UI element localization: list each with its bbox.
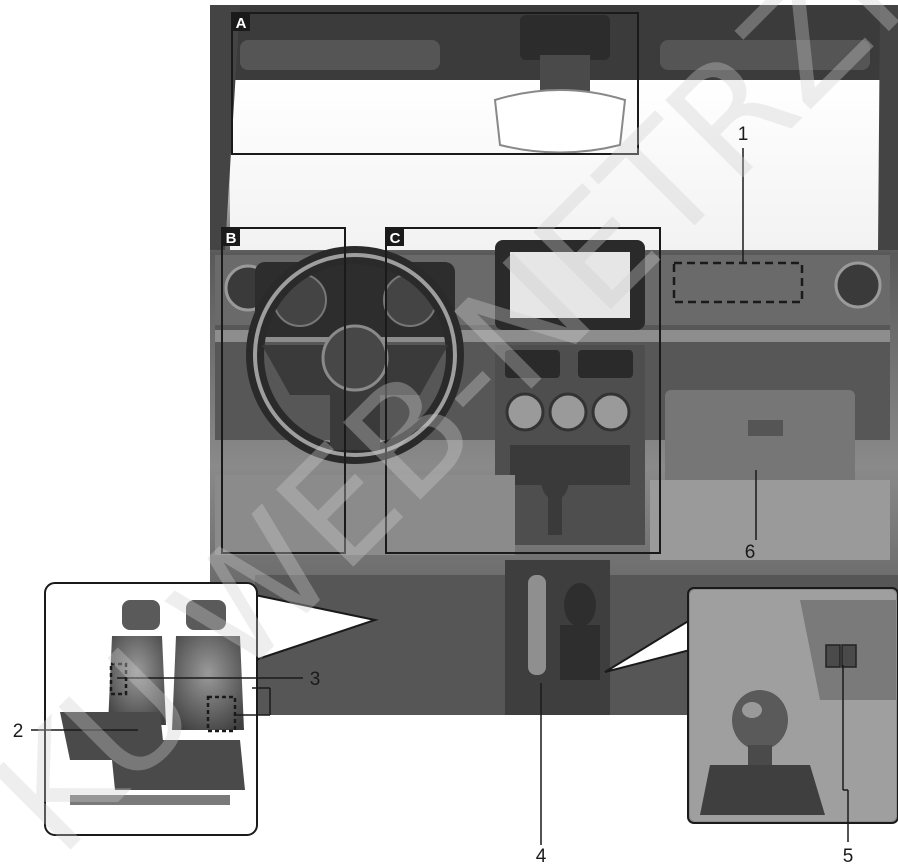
right-vent xyxy=(834,261,882,309)
gear-shifter-inset-icon xyxy=(700,690,825,815)
section-frame-c: C xyxy=(385,227,661,554)
callout-3: 3 xyxy=(310,669,321,690)
steering-wheel-icon xyxy=(246,246,464,464)
section-tag-b: B xyxy=(226,230,237,247)
windshield xyxy=(230,80,890,250)
glovebox xyxy=(665,390,855,490)
rearview-mirror xyxy=(493,89,627,154)
dashed-marker-1 xyxy=(672,261,804,304)
callout-1: 1 xyxy=(738,124,749,145)
callout-2: 2 xyxy=(13,721,24,742)
seat-icon xyxy=(60,600,245,805)
leader-lines xyxy=(31,148,849,845)
interior-photo xyxy=(210,5,898,715)
dashed-marker-3a xyxy=(109,662,128,696)
section-frame-a: A xyxy=(231,12,639,155)
gear-shifter-icon xyxy=(564,583,596,627)
callout-6: 6 xyxy=(745,542,756,563)
section-frame-b: B xyxy=(221,227,346,554)
parking-brake-lever xyxy=(528,575,546,675)
switch-icon xyxy=(825,644,841,668)
dashed-marker-3b xyxy=(206,695,237,733)
section-tag-a: A xyxy=(236,15,247,32)
section-tag-a-bg xyxy=(232,13,250,31)
shifter-inset xyxy=(604,587,898,824)
section-tag-c: C xyxy=(390,230,401,247)
seat-inset xyxy=(44,582,379,836)
overhead-console xyxy=(520,15,610,60)
callout-4: 4 xyxy=(536,846,547,864)
callout-5: 5 xyxy=(843,846,854,864)
